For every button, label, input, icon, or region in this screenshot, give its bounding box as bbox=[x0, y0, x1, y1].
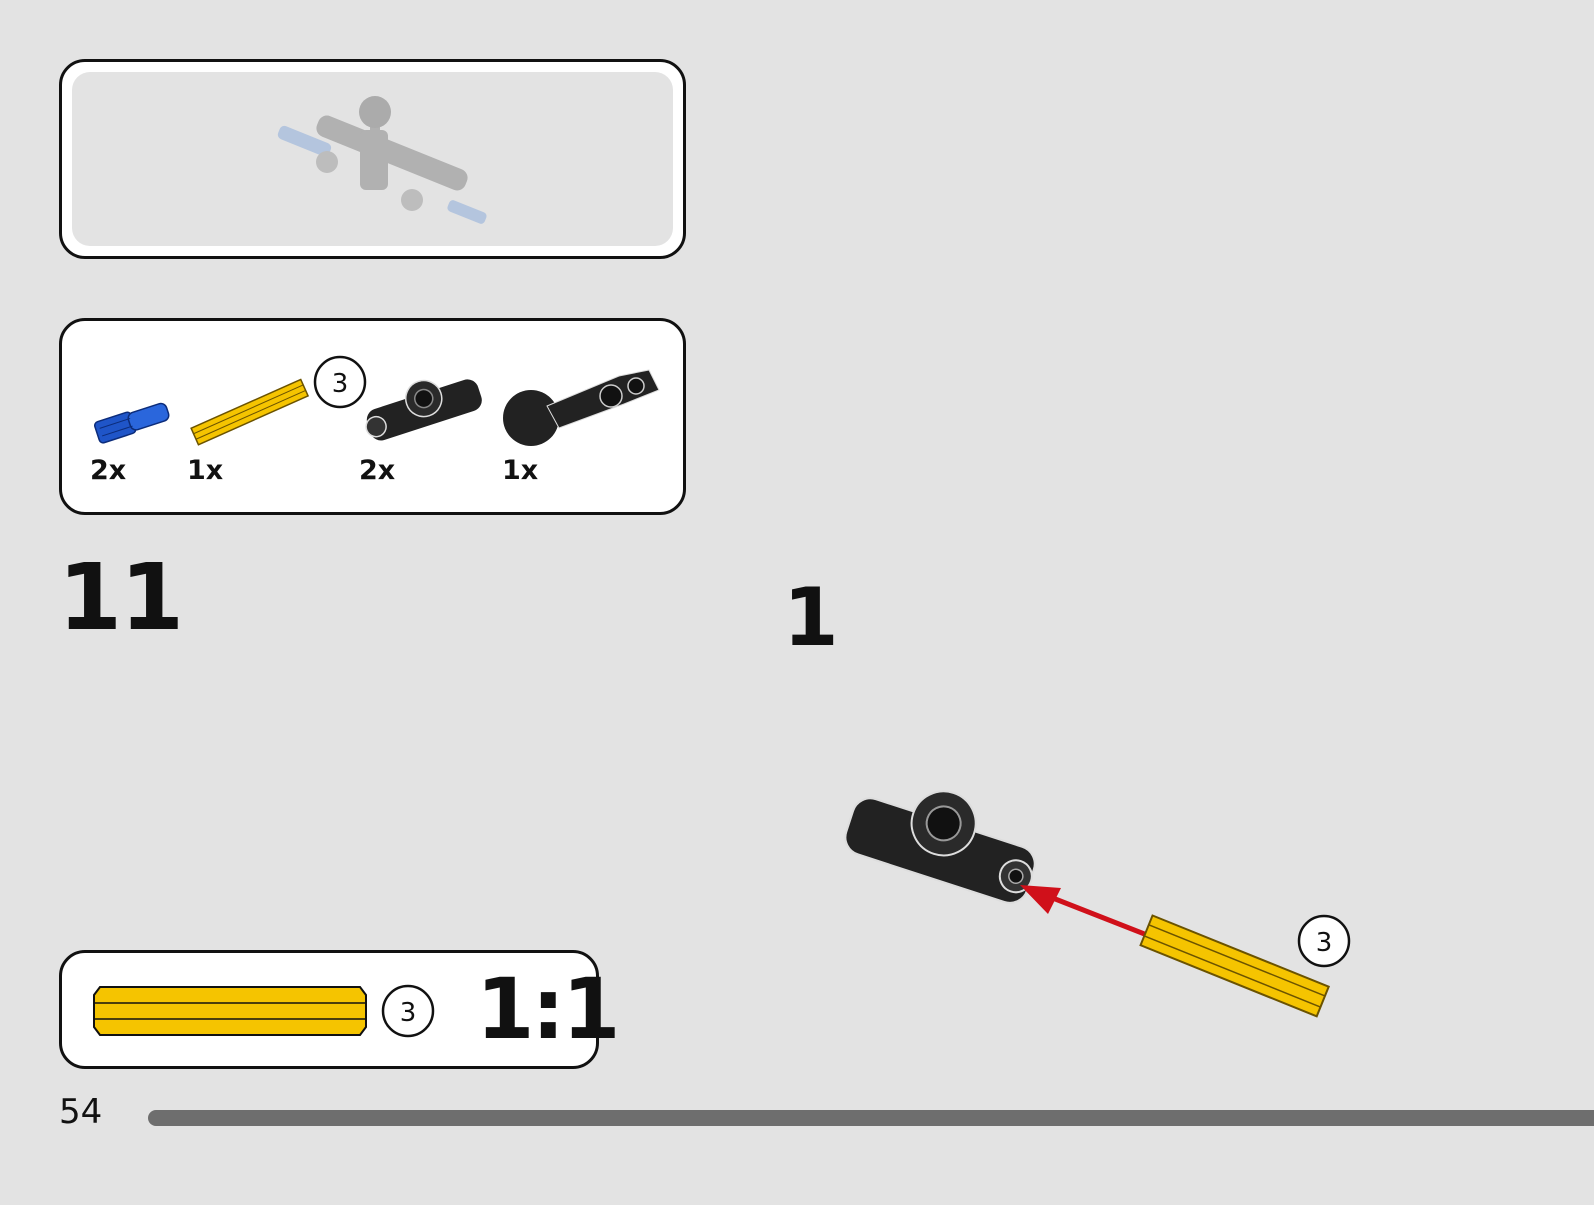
scale-ratio: 1:1 bbox=[476, 960, 620, 1058]
black-ball-link-icon bbox=[503, 369, 660, 446]
black-connector-icon bbox=[365, 377, 484, 442]
axle-length-badge: 3 bbox=[381, 984, 435, 1038]
part-quantity: 1x bbox=[187, 455, 224, 486]
part-quantity: 1x bbox=[502, 455, 539, 486]
step-number: 11 bbox=[58, 544, 184, 651]
axle-length-badge: 3 bbox=[313, 355, 367, 409]
faded-assembly-icon bbox=[277, 96, 487, 224]
assembly-preview-panel bbox=[59, 59, 686, 259]
part-quantity: 2x bbox=[90, 455, 127, 486]
assembly-preview-image bbox=[72, 72, 673, 246]
blue-pin-icon bbox=[94, 402, 170, 444]
axle-length-text: 3 bbox=[332, 369, 349, 399]
parts-list-panel: 3 2x 1x 2x 1x bbox=[59, 318, 686, 515]
assembly-illustration bbox=[844, 790, 1331, 1018]
yellow-axle-icon bbox=[1139, 914, 1331, 1018]
page-number: 54 bbox=[59, 1092, 103, 1132]
progress-bar bbox=[148, 1110, 1594, 1126]
part-quantity: 2x bbox=[359, 455, 396, 486]
insert-arrow bbox=[1020, 885, 1148, 938]
axle-length-text: 3 bbox=[400, 998, 417, 1028]
black-connector-icon bbox=[844, 790, 1036, 904]
scale-reference-panel: 3 1:1 bbox=[59, 950, 620, 1069]
axle-length-text: 3 bbox=[1316, 928, 1333, 958]
yellow-axle-icon bbox=[190, 378, 310, 446]
axle-length-badge: 3 bbox=[1297, 914, 1351, 968]
yellow-axle-scale-icon bbox=[93, 986, 367, 1036]
sub-step-number: 1 bbox=[783, 571, 839, 664]
